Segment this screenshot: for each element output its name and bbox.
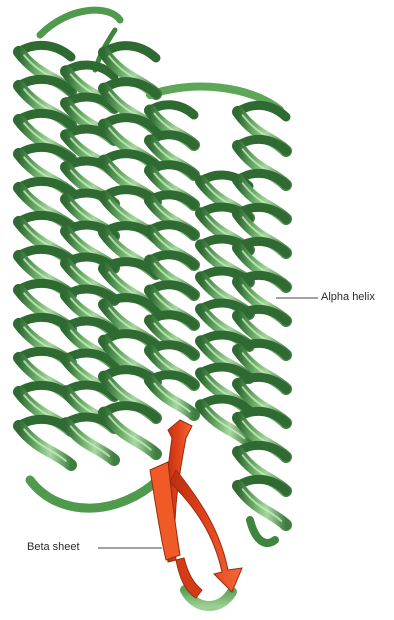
alpha-helix-6 — [238, 105, 286, 525]
loop-top-left — [40, 10, 120, 35]
beta-strand-turn — [176, 558, 202, 598]
loop-bottom-left — [30, 480, 158, 508]
alpha-helix-label: Alpha helix — [321, 291, 375, 304]
beta-sheet-label: Beta sheet — [27, 541, 80, 554]
alpha-helix-4 — [150, 105, 194, 415]
beta-sheet — [150, 420, 242, 598]
loop-bottom-right — [250, 520, 275, 543]
alpha-helices — [19, 45, 286, 525]
